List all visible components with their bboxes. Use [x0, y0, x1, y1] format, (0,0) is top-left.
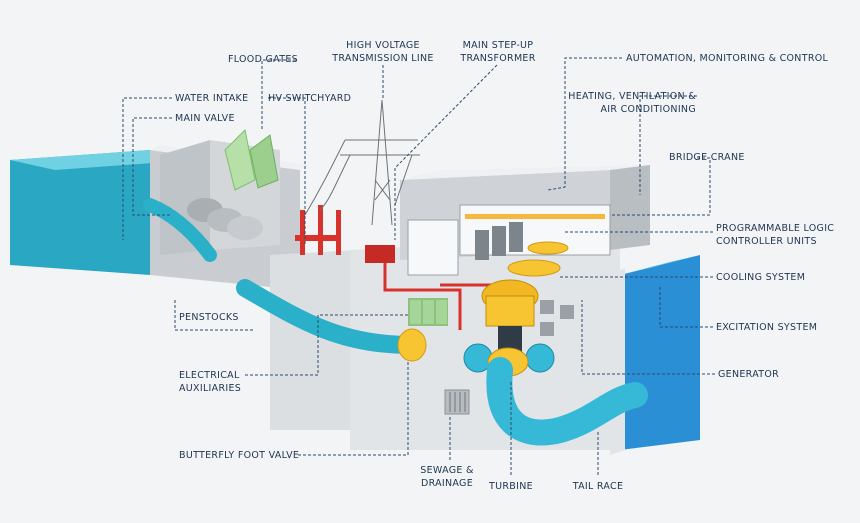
hv-switchyard [295, 205, 395, 263]
label-bridge-crane: BRIDGE CRANE [669, 152, 745, 163]
label-main-valve: MAIN VALVE [175, 113, 235, 124]
label-butterfly-foot-valve: BUTTERFLY FOOT VALVE [179, 450, 300, 461]
main-valves [187, 198, 263, 240]
penstock-upper [143, 198, 217, 262]
butterfly-valve-disc [397, 328, 427, 362]
sewage-grille [444, 389, 470, 415]
label-generator: GENERATOR [718, 369, 780, 380]
tail-race-flow [486, 357, 648, 446]
tailwater-basin [610, 255, 700, 455]
red-conduit [383, 260, 462, 330]
label-hv-transmission-line: HIGH VOLTAGE TRANSMISSION LINE [332, 40, 434, 64]
label-plc-units: PROGRAMMABLE LOGIC CONTROLLER UNITS [716, 223, 835, 247]
label-turbine: TURBINE [489, 481, 533, 492]
label-cooling-system: COOLING SYSTEM [716, 272, 806, 283]
label-main-stepup-transformer: MAIN STEP-UP TRANSFORMER [460, 40, 536, 64]
label-water-intake: WATER INTAKE [175, 93, 249, 104]
label-automation: AUTOMATION, MONITORING & CONTROL [626, 53, 829, 64]
label-hvac: HEATING, VENTILATION & AIR CONDITIONING [568, 91, 696, 115]
label-sewage-drainage: SEWAGE & DRAINAGE [420, 465, 474, 489]
label-tail-race: TAIL RACE [572, 481, 624, 492]
transmission-tower [304, 99, 420, 226]
label-excitation-system: EXCITATION SYSTEM [716, 322, 818, 333]
electrical-aux-cabinets [408, 298, 448, 326]
label-electrical-auxiliaries: ELECTRICAL AUXILIARIES [179, 370, 242, 394]
label-flood-gates: FLOOD GATES [228, 54, 298, 65]
penstock-lower [236, 279, 419, 354]
label-penstocks: PENSTOCKS [179, 312, 239, 323]
intake-structure [160, 128, 280, 255]
label-hv-switchyard: HV SWITCHYARD [268, 93, 352, 104]
leader-lines [122, 57, 715, 475]
generator-units [481, 241, 569, 354]
